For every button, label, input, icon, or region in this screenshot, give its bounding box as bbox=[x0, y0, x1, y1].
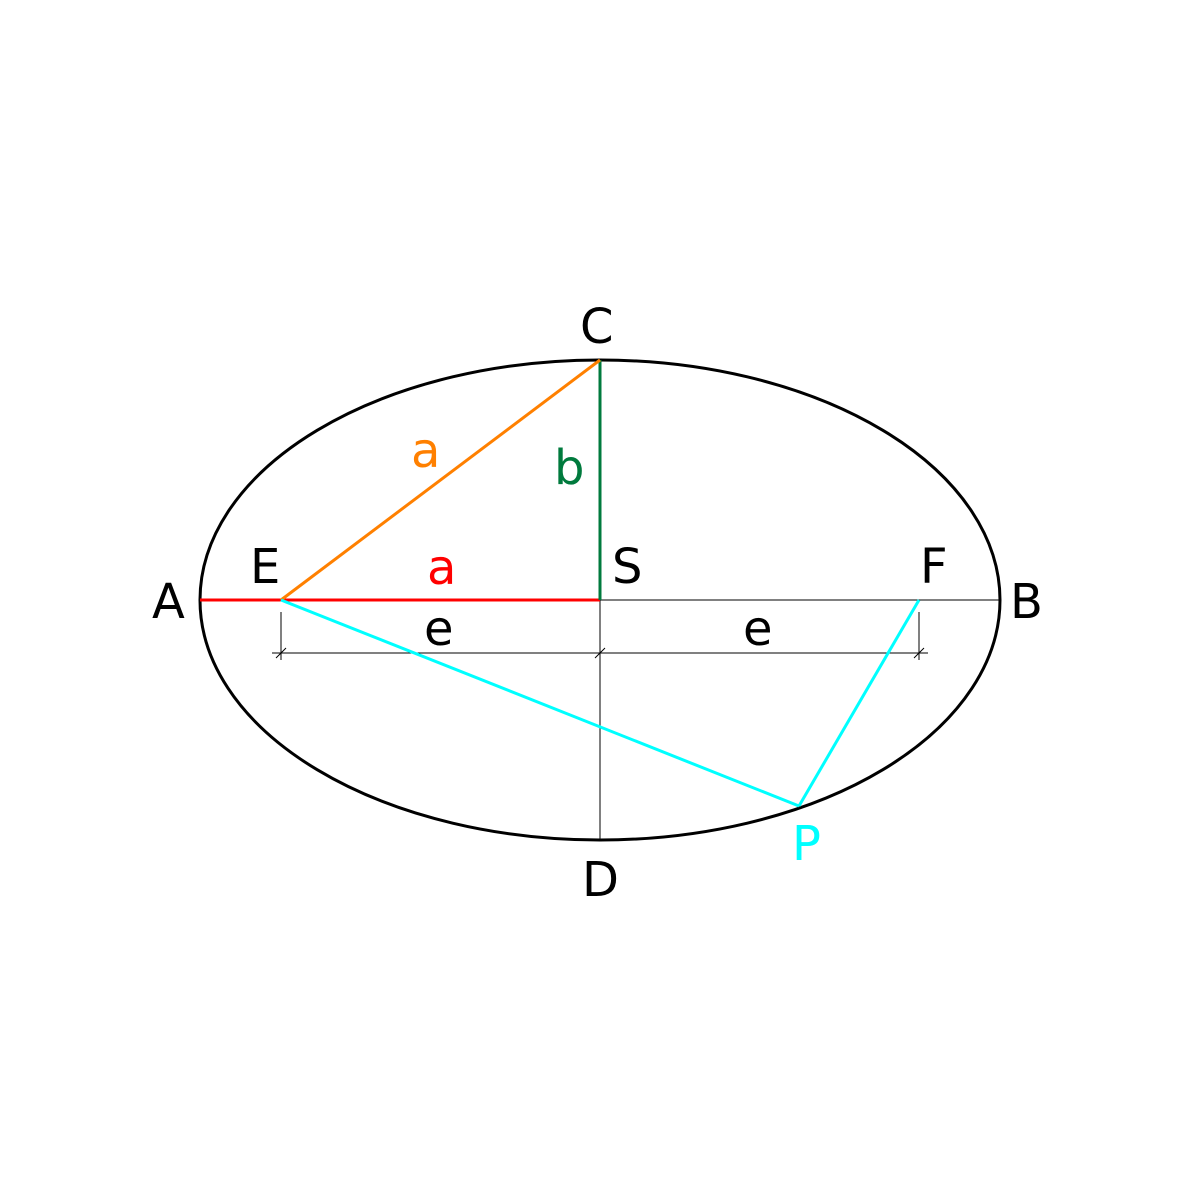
point-label-e: E bbox=[250, 539, 280, 595]
point-label-d: D bbox=[582, 852, 619, 908]
segment-p-to-focus-f bbox=[797, 599, 921, 807]
segment-label-a-red: a bbox=[427, 540, 456, 596]
point-label-p: P bbox=[792, 816, 821, 872]
point-label-c: C bbox=[580, 299, 614, 355]
dimension-tick-left bbox=[275, 647, 287, 659]
segment-label-e-right: e bbox=[743, 601, 773, 657]
point-label-s: S bbox=[612, 539, 642, 595]
segment-label-b-green: b bbox=[554, 440, 584, 496]
segment-label-e-left: e bbox=[424, 601, 454, 657]
segment-label-a-orange: a bbox=[411, 423, 440, 479]
point-label-b: B bbox=[1010, 574, 1043, 630]
segment-hypotenuse-orange bbox=[280, 358, 601, 602]
dimension-tick-middle bbox=[594, 647, 606, 659]
point-label-a: A bbox=[152, 574, 185, 630]
point-label-f: F bbox=[920, 539, 948, 595]
segment-focus-e-to-p bbox=[280, 598, 800, 808]
dimension-tick-right bbox=[913, 647, 925, 659]
